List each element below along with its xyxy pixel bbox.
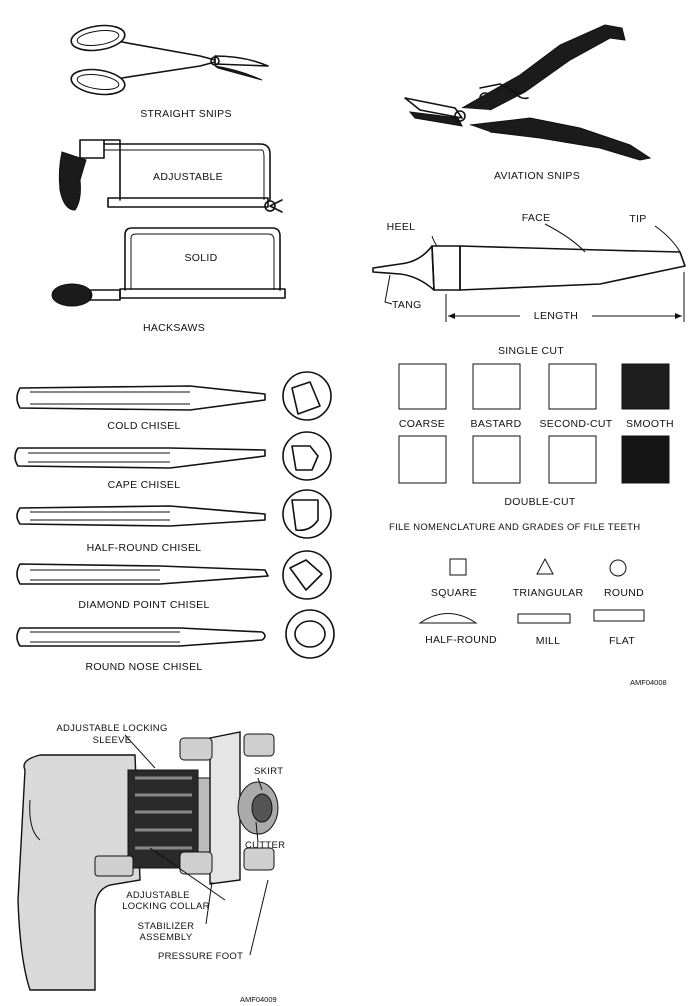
cutter-label: CUTTER bbox=[245, 840, 286, 851]
shape-label-round: ROUND bbox=[604, 587, 644, 599]
shape-label-mill: MILL bbox=[535, 635, 561, 647]
solid-label: SOLID bbox=[184, 252, 218, 264]
shape-label-square: SQUARE bbox=[430, 587, 478, 599]
length-label: LENGTH bbox=[533, 310, 579, 322]
straight-snips-drawing bbox=[70, 24, 269, 96]
shape-label-triangular: TRIANGULAR bbox=[512, 587, 584, 599]
stabilizer-label-1: STABILIZER bbox=[137, 921, 195, 932]
double-cut-label: DOUBLE-CUT bbox=[504, 496, 576, 508]
figure1-code: AMf04008 bbox=[630, 678, 667, 687]
figure2-code: AMf04009 bbox=[240, 995, 277, 1004]
file-shapes-drawing bbox=[418, 557, 645, 624]
file-drawing bbox=[372, 223, 686, 322]
heel-label: HEEL bbox=[386, 221, 416, 233]
file-grades-drawing bbox=[398, 363, 670, 484]
face-label: FACE bbox=[521, 212, 551, 224]
shape-label-half-round: HALF-ROUND bbox=[425, 634, 497, 646]
tip-label: TIP bbox=[629, 213, 647, 225]
skirt-label: SKIRT bbox=[254, 766, 284, 777]
single-cut-label: SINGLE CUT bbox=[497, 345, 565, 357]
chisel-label-2: CAPE CHISEL bbox=[107, 479, 181, 491]
chisel-label-1: COLD CHISEL bbox=[107, 420, 181, 432]
locking-collar-label-1: ADJUSTABLE bbox=[126, 890, 190, 901]
adjustable-label: ADJUSTABLE bbox=[153, 171, 223, 183]
stabilizer-label-2: ASSEMBLY bbox=[139, 932, 193, 943]
nomenclature-title: FILE NOMENCLATURE AND GRADES OF FILE TEE… bbox=[389, 522, 641, 533]
locking-sleeve-label-2: SLEEVE bbox=[92, 735, 132, 746]
locking-collar-label-2: LOCKING COLLAR bbox=[122, 901, 210, 912]
aviation-snips-label: AVIATION SNIPS bbox=[493, 170, 581, 182]
straight-snips-label: STRAIGHT SNIPS bbox=[140, 108, 232, 120]
pressure-foot-label: PRESSURE FOOT bbox=[158, 951, 244, 962]
grade-label-smooth: SMOOTH bbox=[626, 418, 674, 430]
drill-motor-drawing bbox=[17, 731, 279, 991]
solid-hacksaw-drawing bbox=[51, 227, 286, 307]
chisels-drawing bbox=[14, 371, 335, 659]
chisel-label-3: HALF-ROUND CHISEL bbox=[86, 542, 202, 554]
adjustable-hacksaw-drawing bbox=[58, 139, 283, 213]
grade-label-bastard: BASTARD bbox=[470, 418, 522, 430]
tang-label: TANG bbox=[392, 299, 422, 311]
aviation-snips-drawing bbox=[404, 24, 652, 161]
grade-label-second-cut: SECOND-CUT bbox=[539, 418, 613, 430]
locking-sleeve-label-1: ADJUSTABLE LOCKING bbox=[56, 723, 168, 734]
chisel-label-4: DIAMOND POINT CHISEL bbox=[78, 599, 210, 611]
hacksaws-label: HACKSAWS bbox=[142, 322, 206, 334]
shape-label-flat: FLAT bbox=[608, 635, 636, 647]
chisel-label-5: ROUND NOSE CHISEL bbox=[85, 661, 203, 673]
grade-label-coarse: COARSE bbox=[398, 418, 446, 430]
